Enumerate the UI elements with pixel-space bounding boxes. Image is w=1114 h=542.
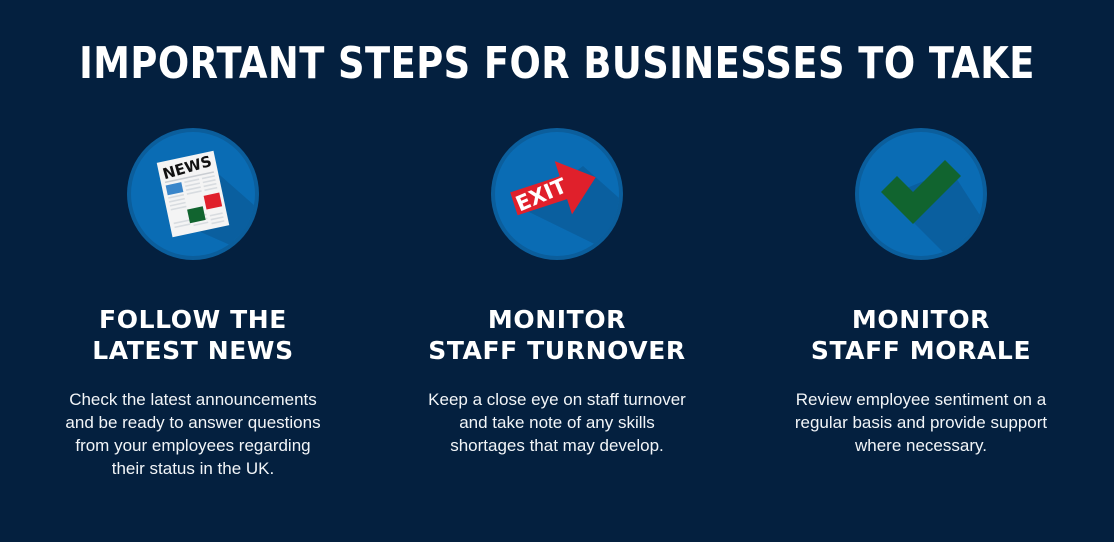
step-heading: MONITOR STAFF TURNOVER: [428, 304, 686, 366]
step-column-monitor-staff-turnover: EXIT MONITOR STAFF TURNOVER Keep a close…: [388, 128, 726, 480]
step-heading-line1: MONITOR: [851, 305, 991, 334]
step-body: Keep a close eye on staff turnover and t…: [428, 388, 686, 457]
checkmark-icon-badge: [855, 128, 987, 260]
checkmark-icon: [881, 160, 983, 256]
step-body-line3: shortages that may develop.: [450, 436, 664, 455]
exit-arrow-icon-badge: EXIT: [491, 128, 623, 260]
steps-columns: NEWS: [0, 128, 1114, 480]
step-heading-line1: FOLLOW THE: [99, 305, 287, 334]
step-heading-line2: STAFF TURNOVER: [428, 336, 686, 365]
step-body-line2: and take note of any skills: [459, 413, 655, 432]
step-body-line3: where necessary.: [855, 436, 987, 455]
step-body: Check the latest announcements and be re…: [65, 388, 320, 480]
step-body-line3: from your employees regarding: [75, 436, 311, 455]
step-body-line1: Review employee sentiment on a: [795, 390, 1047, 409]
exit-arrow-icon: EXIT: [510, 161, 619, 256]
step-heading: FOLLOW THE LATEST NEWS: [92, 304, 293, 366]
page-title: IMPORTANT STEPS FOR BUSINESSES TO TAKE: [79, 38, 1035, 89]
step-heading-line1: MONITOR: [487, 305, 627, 334]
step-body-line1: Check the latest announcements: [69, 390, 317, 409]
step-column-monitor-staff-morale: MONITOR STAFF MORALE Review employee sen…: [752, 128, 1090, 480]
newspaper-icon-badge: NEWS: [127, 128, 259, 260]
step-body-line2: regular basis and provide support: [794, 413, 1048, 432]
step-heading: MONITOR STAFF MORALE: [811, 304, 1031, 366]
news-block-green: [187, 206, 206, 224]
badge-inner: EXIT: [495, 132, 619, 256]
news-block-blue: [165, 182, 184, 196]
step-body-line1: Keep a close eye on staff turnover: [428, 390, 686, 409]
step-column-follow-latest-news: NEWS: [24, 128, 362, 480]
badge-inner: [859, 132, 983, 256]
step-body-line4: their status in the UK.: [111, 459, 275, 478]
step-body: Review employee sentiment on a regular b…: [795, 388, 1047, 457]
step-heading-line2: LATEST NEWS: [92, 336, 294, 365]
news-block-red: [203, 192, 223, 210]
newspaper-icon: NEWS: [156, 150, 255, 256]
badge-inner: NEWS: [131, 132, 255, 256]
step-heading-line2: STAFF MORALE: [810, 336, 1032, 365]
step-body-line2: and be ready to answer questions: [65, 413, 321, 432]
